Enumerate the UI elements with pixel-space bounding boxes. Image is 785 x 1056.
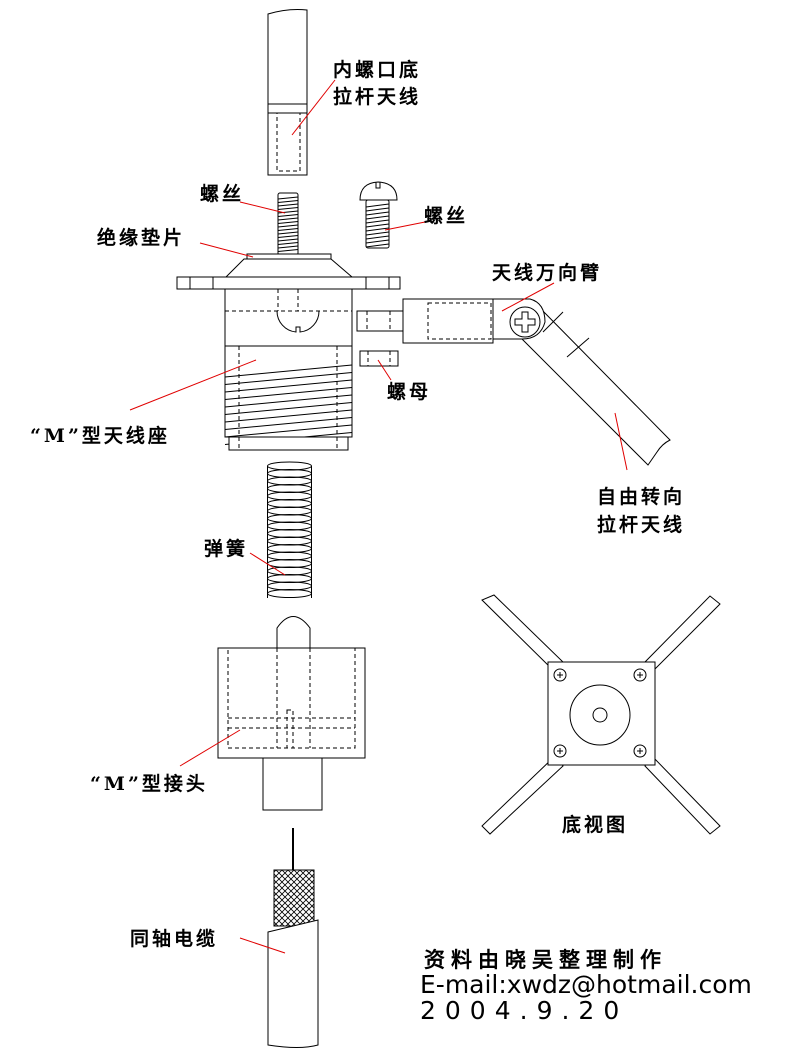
credit-email: E-mail:xwdz@hotmail.com	[420, 970, 752, 999]
label-swivel-arm: 天线万向臂	[492, 261, 602, 284]
spring	[267, 461, 312, 598]
mount-flange	[176, 276, 401, 290]
label-bottom-view: 底视图	[562, 813, 628, 836]
label-spring: 弹簧	[204, 537, 248, 560]
insulating-washer	[224, 253, 354, 278]
bottom-view	[481, 594, 721, 835]
leader-lines	[129, 79, 628, 954]
credit-author: 资料由晓吴整理制作	[424, 947, 667, 972]
m-connector	[217, 616, 366, 811]
coax-cable	[267, 828, 319, 1048]
label-m-connector: “M”型接头	[90, 772, 208, 795]
m-mount-body	[224, 288, 353, 451]
credit-date: 2004.9.20	[420, 996, 629, 1025]
swivel-arm	[356, 298, 671, 466]
internal-thread-rod	[267, 9, 308, 176]
label-nut: 螺母	[387, 381, 431, 403]
label-screw-right: 螺丝	[424, 204, 468, 227]
label-m-mount: “M”型天线座	[30, 424, 170, 447]
label-free-rod-1: 自由转向	[597, 485, 685, 508]
nut	[359, 350, 399, 367]
label-internal-thread-rod-2: 拉杆天线	[333, 85, 421, 108]
label-insulating-washer: 绝缘垫片	[97, 226, 185, 249]
label-free-rod-2: 拉杆天线	[597, 513, 685, 536]
label-internal-thread-rod-1: 内螺口底	[333, 58, 421, 81]
screw-right	[359, 181, 398, 249]
label-screw-stud: 螺丝	[200, 182, 244, 205]
label-coax-cable: 同轴电缆	[130, 927, 218, 950]
screw-stud	[277, 192, 299, 256]
